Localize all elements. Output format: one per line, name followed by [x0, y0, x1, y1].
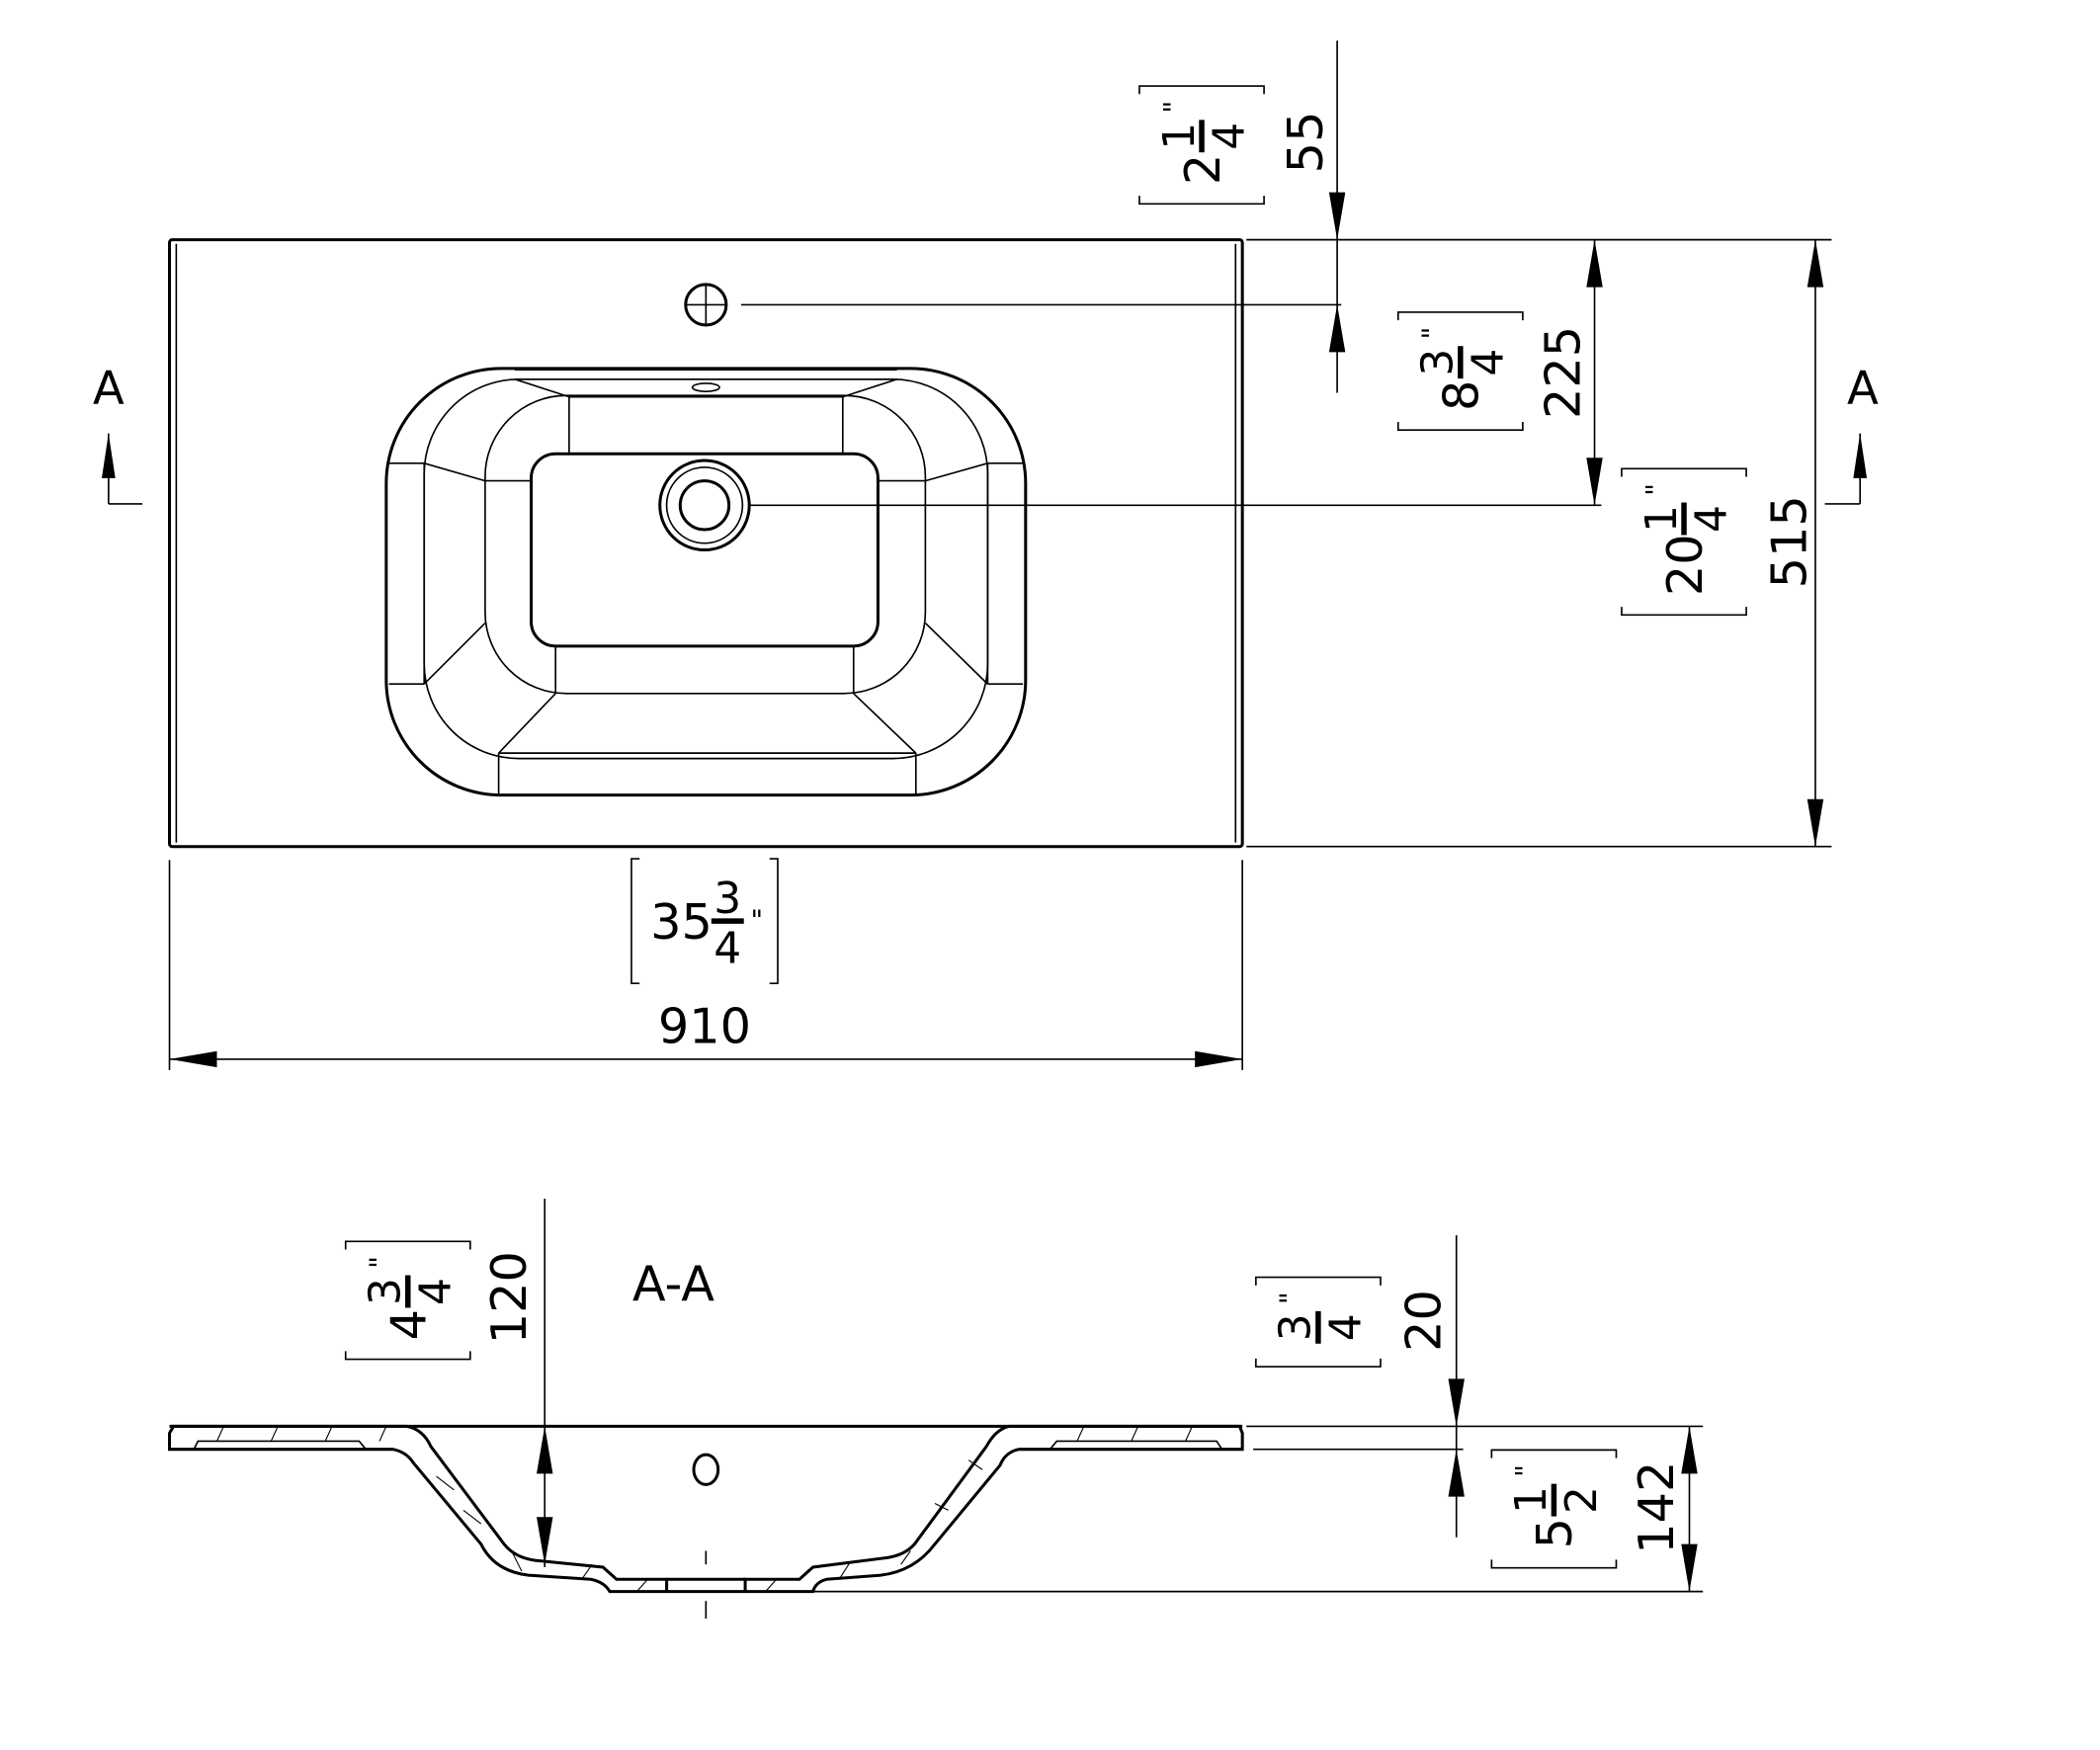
inch-denominator: 4 [1687, 505, 1737, 533]
inch-denominator: 2 [1556, 1486, 1607, 1514]
inch-mark: " [1641, 483, 1672, 496]
reference-bracket [344, 1240, 471, 1361]
inch-whole: 4 [380, 1309, 438, 1340]
dimension-mm-value: 55 [1277, 112, 1334, 174]
inch-mark: " [751, 905, 764, 936]
inch-denominator: 4 [410, 1278, 461, 1305]
section-label-right: A [1847, 361, 1879, 414]
inch-denominator: 4 [714, 924, 741, 974]
overflow-hole-section [692, 1453, 720, 1486]
countertop-outline [168, 238, 1244, 849]
fraction-bar [1315, 1310, 1321, 1344]
inch-denominator: 4 [1463, 349, 1513, 376]
inch-whole: 5 [1526, 1518, 1583, 1548]
reference-bracket [1138, 85, 1265, 206]
reference-bracket [630, 858, 779, 984]
dimension-mm-value: 225 [1534, 326, 1591, 419]
dimension-mm-value: 20 [1394, 1290, 1452, 1352]
inch-mark: " [1511, 1464, 1542, 1477]
fraction-bar [1199, 120, 1205, 153]
dimension-mm-value: 910 [658, 997, 751, 1054]
inch-denominator: 4 [1205, 123, 1255, 150]
section-marker-left: A [93, 361, 143, 505]
inch-whole: 8 [1433, 380, 1490, 411]
overflow-hole [691, 382, 720, 392]
inch-mark: " [1276, 1292, 1306, 1304]
inch-numerator: 1 [1154, 123, 1205, 150]
section-profile-outer [168, 1424, 1244, 1594]
fraction-bar [405, 1275, 411, 1308]
inch-denominator: 4 [1320, 1313, 1371, 1341]
section-title: A-A [632, 1255, 714, 1312]
fraction-bar [1681, 502, 1687, 536]
inch-numerator: 3 [714, 874, 741, 924]
fraction-bar [1458, 346, 1464, 379]
dimension-mm-value: 120 [480, 1251, 538, 1344]
section-label-left: A [93, 361, 125, 414]
dimension-mm-value: 142 [1628, 1461, 1685, 1554]
fraction-bar [711, 918, 744, 924]
inch-numerator: 3 [1413, 349, 1464, 376]
inch-mark: " [1159, 101, 1190, 114]
drain [658, 458, 751, 552]
inch-whole: 35 [650, 893, 713, 951]
section-marker-right: A [1824, 361, 1879, 505]
reference-bracket [1490, 1449, 1618, 1569]
reference-bracket [1621, 467, 1747, 617]
inch-mark: " [366, 1256, 396, 1269]
reference-bracket [1396, 311, 1524, 432]
inch-whole: 2 [1174, 154, 1231, 185]
inch-mark: " [1418, 327, 1449, 340]
dimension-mm-value: 515 [1760, 495, 1817, 588]
top-view: A A [93, 41, 1879, 1070]
reference-bracket [1255, 1276, 1382, 1368]
inch-numerator: 3 [361, 1278, 411, 1305]
basin-bowl [384, 367, 1028, 797]
inch-numerator: 1 [1637, 505, 1687, 533]
inch-numerator: 1 [1506, 1486, 1556, 1514]
inch-numerator: 3 [1271, 1313, 1321, 1341]
fraction-bar [1551, 1483, 1557, 1517]
section-view: A-A [168, 1199, 1704, 1620]
inch-whole: 20 [1656, 534, 1714, 596]
